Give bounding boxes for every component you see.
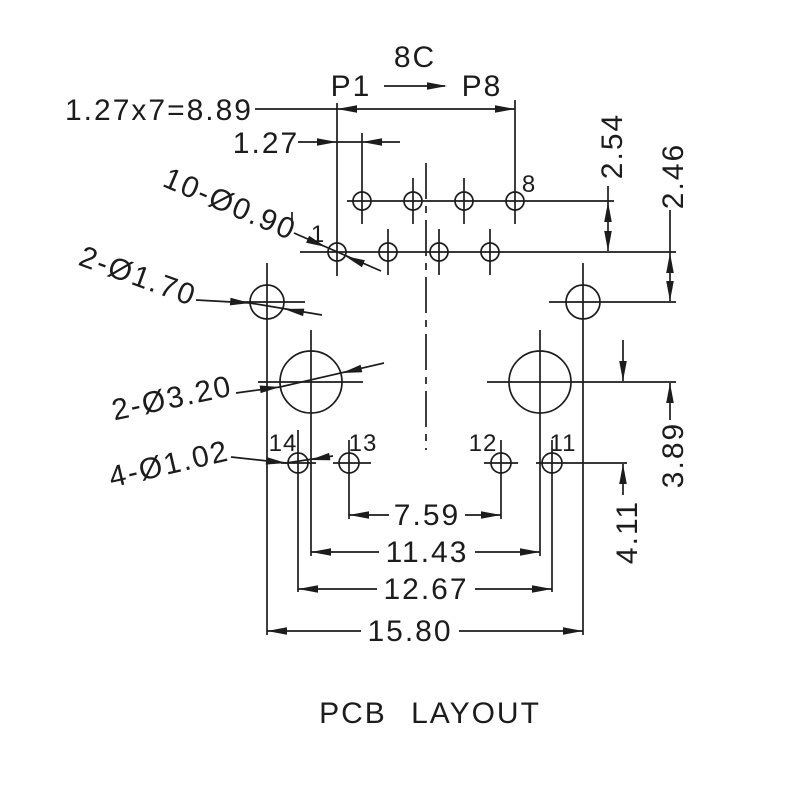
arrow-254-top — [604, 202, 612, 222]
mask-759 — [389, 500, 465, 528]
contact-holes-callout: 10-Ø0.90 — [158, 162, 301, 248]
pin-start-label: P1 — [331, 70, 372, 103]
shield-hole-right — [565, 284, 601, 320]
dim-post-inner-span-label: 7.59 — [394, 499, 460, 532]
contact-hole — [378, 242, 398, 262]
contact-hole-pin1 — [327, 242, 347, 262]
boss-holes-callout: 2-Ø3.20 — [109, 370, 236, 428]
shield-hole-left — [249, 284, 285, 320]
contact-hole — [480, 242, 500, 262]
arrow-889-left — [337, 105, 357, 113]
dim-shield-to-boss-label: 3.89 — [657, 422, 690, 488]
dim-contact-pitch-label: 1.27 — [233, 127, 299, 160]
arrow-127-right — [362, 138, 382, 146]
arrow-post-leader-out — [310, 452, 331, 461]
arrow-1580-left — [267, 627, 287, 635]
contact-hole — [352, 191, 372, 211]
arrow-shield-leader-out — [284, 308, 305, 317]
mask-1143 — [379, 538, 475, 566]
post-holes — [287, 452, 563, 474]
pin8-number: 8 — [522, 171, 536, 198]
arrow-254-bottom — [604, 231, 612, 251]
arrow-411-top — [619, 361, 627, 381]
arrow-389-bottom — [666, 383, 674, 403]
contact-hole-pin8 — [505, 191, 525, 211]
arrow-759-left — [349, 511, 369, 519]
drawing-title: PCB LAYOUT — [319, 697, 541, 730]
arrow-246-bottom — [666, 281, 674, 301]
arrowheads — [229, 82, 674, 635]
arrow-post-leader-in — [265, 457, 286, 465]
arrow-246-top — [666, 253, 674, 273]
boss-holes — [279, 350, 572, 414]
arrow-759-right — [481, 511, 501, 519]
post-hole-13 — [338, 452, 360, 474]
text-masks — [361, 500, 475, 645]
mask-1267 — [377, 575, 475, 603]
pin-end-label: P8 — [462, 70, 503, 103]
pin1-number: 1 — [311, 221, 325, 248]
arrow-shield-leader-in — [229, 297, 250, 306]
post-hole-12 — [490, 452, 512, 474]
contact-holes-bottom-row — [327, 242, 500, 262]
pin11-number: 11 — [550, 430, 577, 457]
pin13-number: 13 — [349, 430, 378, 457]
dim-row-pitch-label: 2.54 — [596, 113, 629, 179]
boss-hole-left — [279, 350, 343, 414]
arrow-boss-leader-in — [259, 385, 280, 394]
pin-number-texts: 1 8 14 13 12 11 — [269, 171, 577, 457]
arrow-889-right — [495, 105, 515, 113]
pin14-number: 14 — [269, 430, 298, 457]
arrow-p1p8 — [427, 82, 447, 90]
centerlines-vertical — [266, 100, 584, 635]
arrow-boss-leader-out — [342, 364, 363, 373]
post-hole-11 — [541, 452, 563, 474]
dim-boss-span-label: 11.43 — [386, 536, 469, 569]
contact-hole — [454, 191, 474, 211]
arrow-contact-leader-in — [306, 235, 326, 247]
arrow-1267-left — [298, 585, 318, 593]
arrow-1580-right — [563, 627, 583, 635]
dimension-texts: 1.27x7=8.89 1.27 8C P1 P8 2.54 2.46 3.89… — [65, 41, 690, 648]
leader-lines — [195, 232, 385, 464]
arrow-1143-right — [520, 548, 540, 556]
arrow-127-left — [317, 138, 337, 146]
arrow-1143-left — [311, 548, 331, 556]
shield-holes — [249, 284, 601, 320]
contact-holes-top-row — [352, 191, 525, 211]
arrow-contact-leader-out — [345, 256, 365, 268]
dim-row-to-shield-label: 2.46 — [657, 143, 690, 209]
dim-contact-span-label: 1.27x7=8.89 — [65, 94, 253, 127]
arrow-1267-right — [532, 585, 552, 593]
contact-hole — [403, 191, 423, 211]
mask-1580 — [361, 617, 459, 645]
arrow-411-bottom — [619, 464, 627, 484]
contact-hole — [429, 242, 449, 262]
dim-boss-to-post-label: 4.11 — [611, 500, 644, 564]
dim-shield-span-label: 15.80 — [367, 615, 452, 648]
pin12-number: 12 — [469, 430, 498, 457]
boss-callout-leader — [235, 362, 385, 394]
shield-holes-callout: 2-Ø1.70 — [75, 240, 201, 313]
boss-hole-right — [508, 350, 572, 414]
dim-post-outer-span-label: 12.67 — [383, 573, 468, 606]
circuit-count-label: 8C — [394, 41, 436, 74]
post-holes-callout: 4-Ø1.02 — [106, 435, 233, 495]
